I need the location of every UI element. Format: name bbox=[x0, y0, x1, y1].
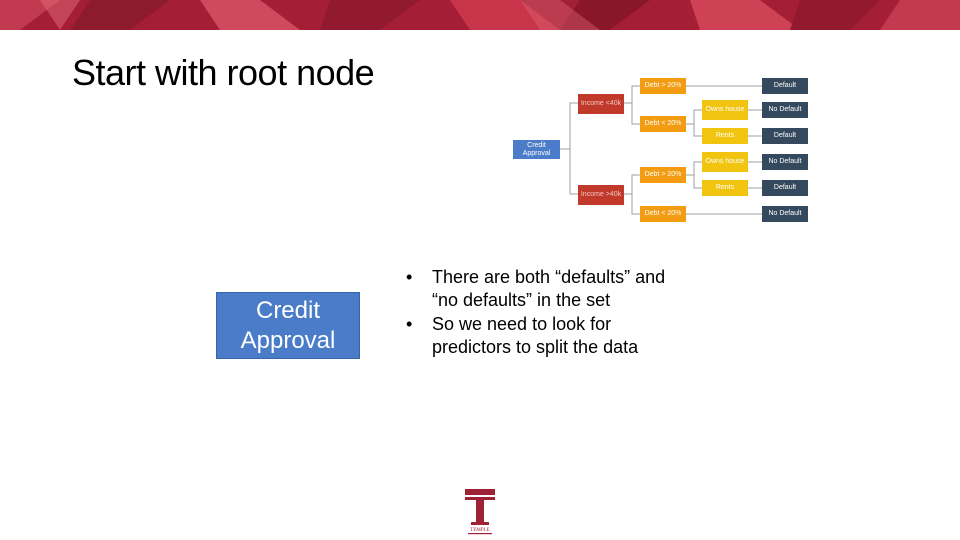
tree-leaf-no-default-1: No Default bbox=[762, 102, 808, 118]
tree-leaf-default-1: Default bbox=[762, 78, 808, 94]
tree-node-owns-house-b: Owns house bbox=[702, 152, 748, 172]
bullet-dot: • bbox=[406, 267, 413, 287]
tree-node-rents-a: Rents bbox=[702, 128, 748, 144]
tree-node-debt-under-20-b: Debt < 20% bbox=[640, 206, 686, 222]
tree-leaf-default-3: Default bbox=[762, 180, 808, 196]
tree-node-owns-house-a: Owns house bbox=[702, 100, 748, 120]
tree-node-rents-b: Rents bbox=[702, 180, 748, 196]
root-node-credit-approval: Credit Approval bbox=[216, 292, 360, 359]
slide-title: Start with root node bbox=[72, 52, 375, 93]
bullet-text: There are both “defaults” and “no defaul… bbox=[432, 267, 666, 311]
bullet-list: • There are both “defaults” and “no defa… bbox=[406, 266, 676, 360]
tree-node-debt-over-20-a: Debt > 20% bbox=[640, 78, 686, 94]
banner-pattern bbox=[0, 0, 960, 30]
bullet-item: • There are both “defaults” and “no defa… bbox=[406, 266, 676, 313]
bullet-dot: • bbox=[406, 313, 413, 334]
tree-node-debt-under-20-a: Debt < 20% bbox=[640, 116, 686, 132]
tree-node-income-over-40k: Income >40k bbox=[578, 185, 624, 205]
tree-node-debt-over-20-b: Debt > 20% bbox=[640, 167, 686, 183]
temple-university-logo-icon: TEMPLE bbox=[465, 489, 495, 535]
tree-node-credit-approval: Credit Approval bbox=[513, 140, 560, 159]
tree-node-income-under-40k: Income <40k bbox=[578, 94, 624, 114]
tree-leaf-default-2: Default bbox=[762, 128, 808, 144]
bullet-item: • So we need to look for predictors to s… bbox=[406, 313, 676, 360]
logo-wordmark: TEMPLE bbox=[470, 528, 489, 533]
bullet-text: So we need to look for predictors to spl… bbox=[432, 313, 639, 358]
tree-leaf-no-default-3: No Default bbox=[762, 206, 808, 222]
header-banner bbox=[0, 0, 960, 30]
tree-leaf-no-default-2: No Default bbox=[762, 154, 808, 170]
